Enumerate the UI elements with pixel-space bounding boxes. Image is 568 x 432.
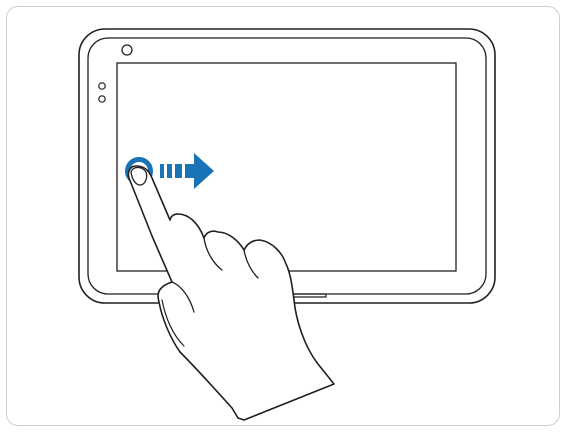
- sensor-icon: [99, 96, 105, 102]
- sensor-icon: [99, 83, 105, 89]
- front-camera-icon: [122, 45, 132, 55]
